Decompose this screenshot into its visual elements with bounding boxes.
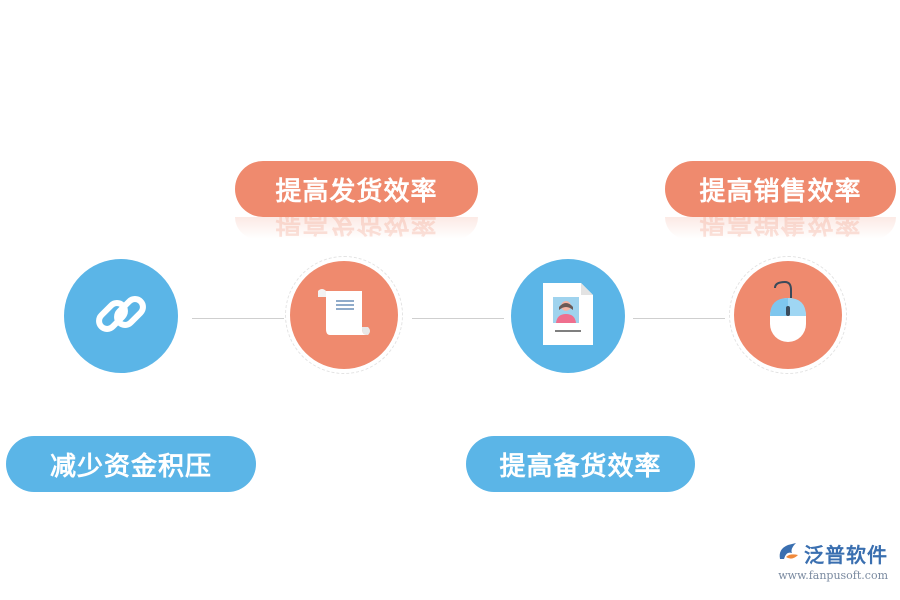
brand-logo-top: 泛普软件 — [776, 539, 888, 568]
node-2-ring — [285, 256, 403, 374]
connector-line-1 — [192, 318, 284, 319]
scroll-document-icon — [314, 285, 374, 345]
node-1-circle — [64, 259, 178, 373]
id-card-profile-icon — [539, 281, 597, 351]
node-4-ring — [729, 256, 847, 374]
label-node-2: 提高发货效率 — [235, 161, 478, 217]
brand-name: 泛普软件 — [804, 543, 888, 567]
label-node-1: 减少资金积压 — [6, 436, 256, 492]
label-node-4-reflection: 提高销售效率 — [665, 217, 896, 239]
fanpu-logo-icon — [776, 541, 800, 567]
label-node-2-reflection: 提高发货效率 — [235, 217, 478, 239]
computer-mouse-icon — [763, 280, 813, 350]
node-4-circle — [734, 261, 842, 369]
connector-line-3 — [633, 318, 725, 319]
label-node-3: 提高备货效率 — [466, 436, 695, 492]
connector-line-2 — [412, 318, 504, 319]
brand-logo: 泛普软件 www.fanpusoft.com — [776, 539, 888, 582]
link-chain-icon — [89, 282, 153, 350]
node-3-circle — [511, 259, 625, 373]
label-node-4: 提高销售效率 — [665, 161, 896, 217]
brand-url: www.fanpusoft.com — [778, 569, 888, 582]
label-node-4-reflection-text: 提高销售效率 — [699, 217, 862, 237]
node-2-circle — [290, 261, 398, 369]
label-node-2-reflection-text: 提高发货效率 — [275, 217, 438, 237]
